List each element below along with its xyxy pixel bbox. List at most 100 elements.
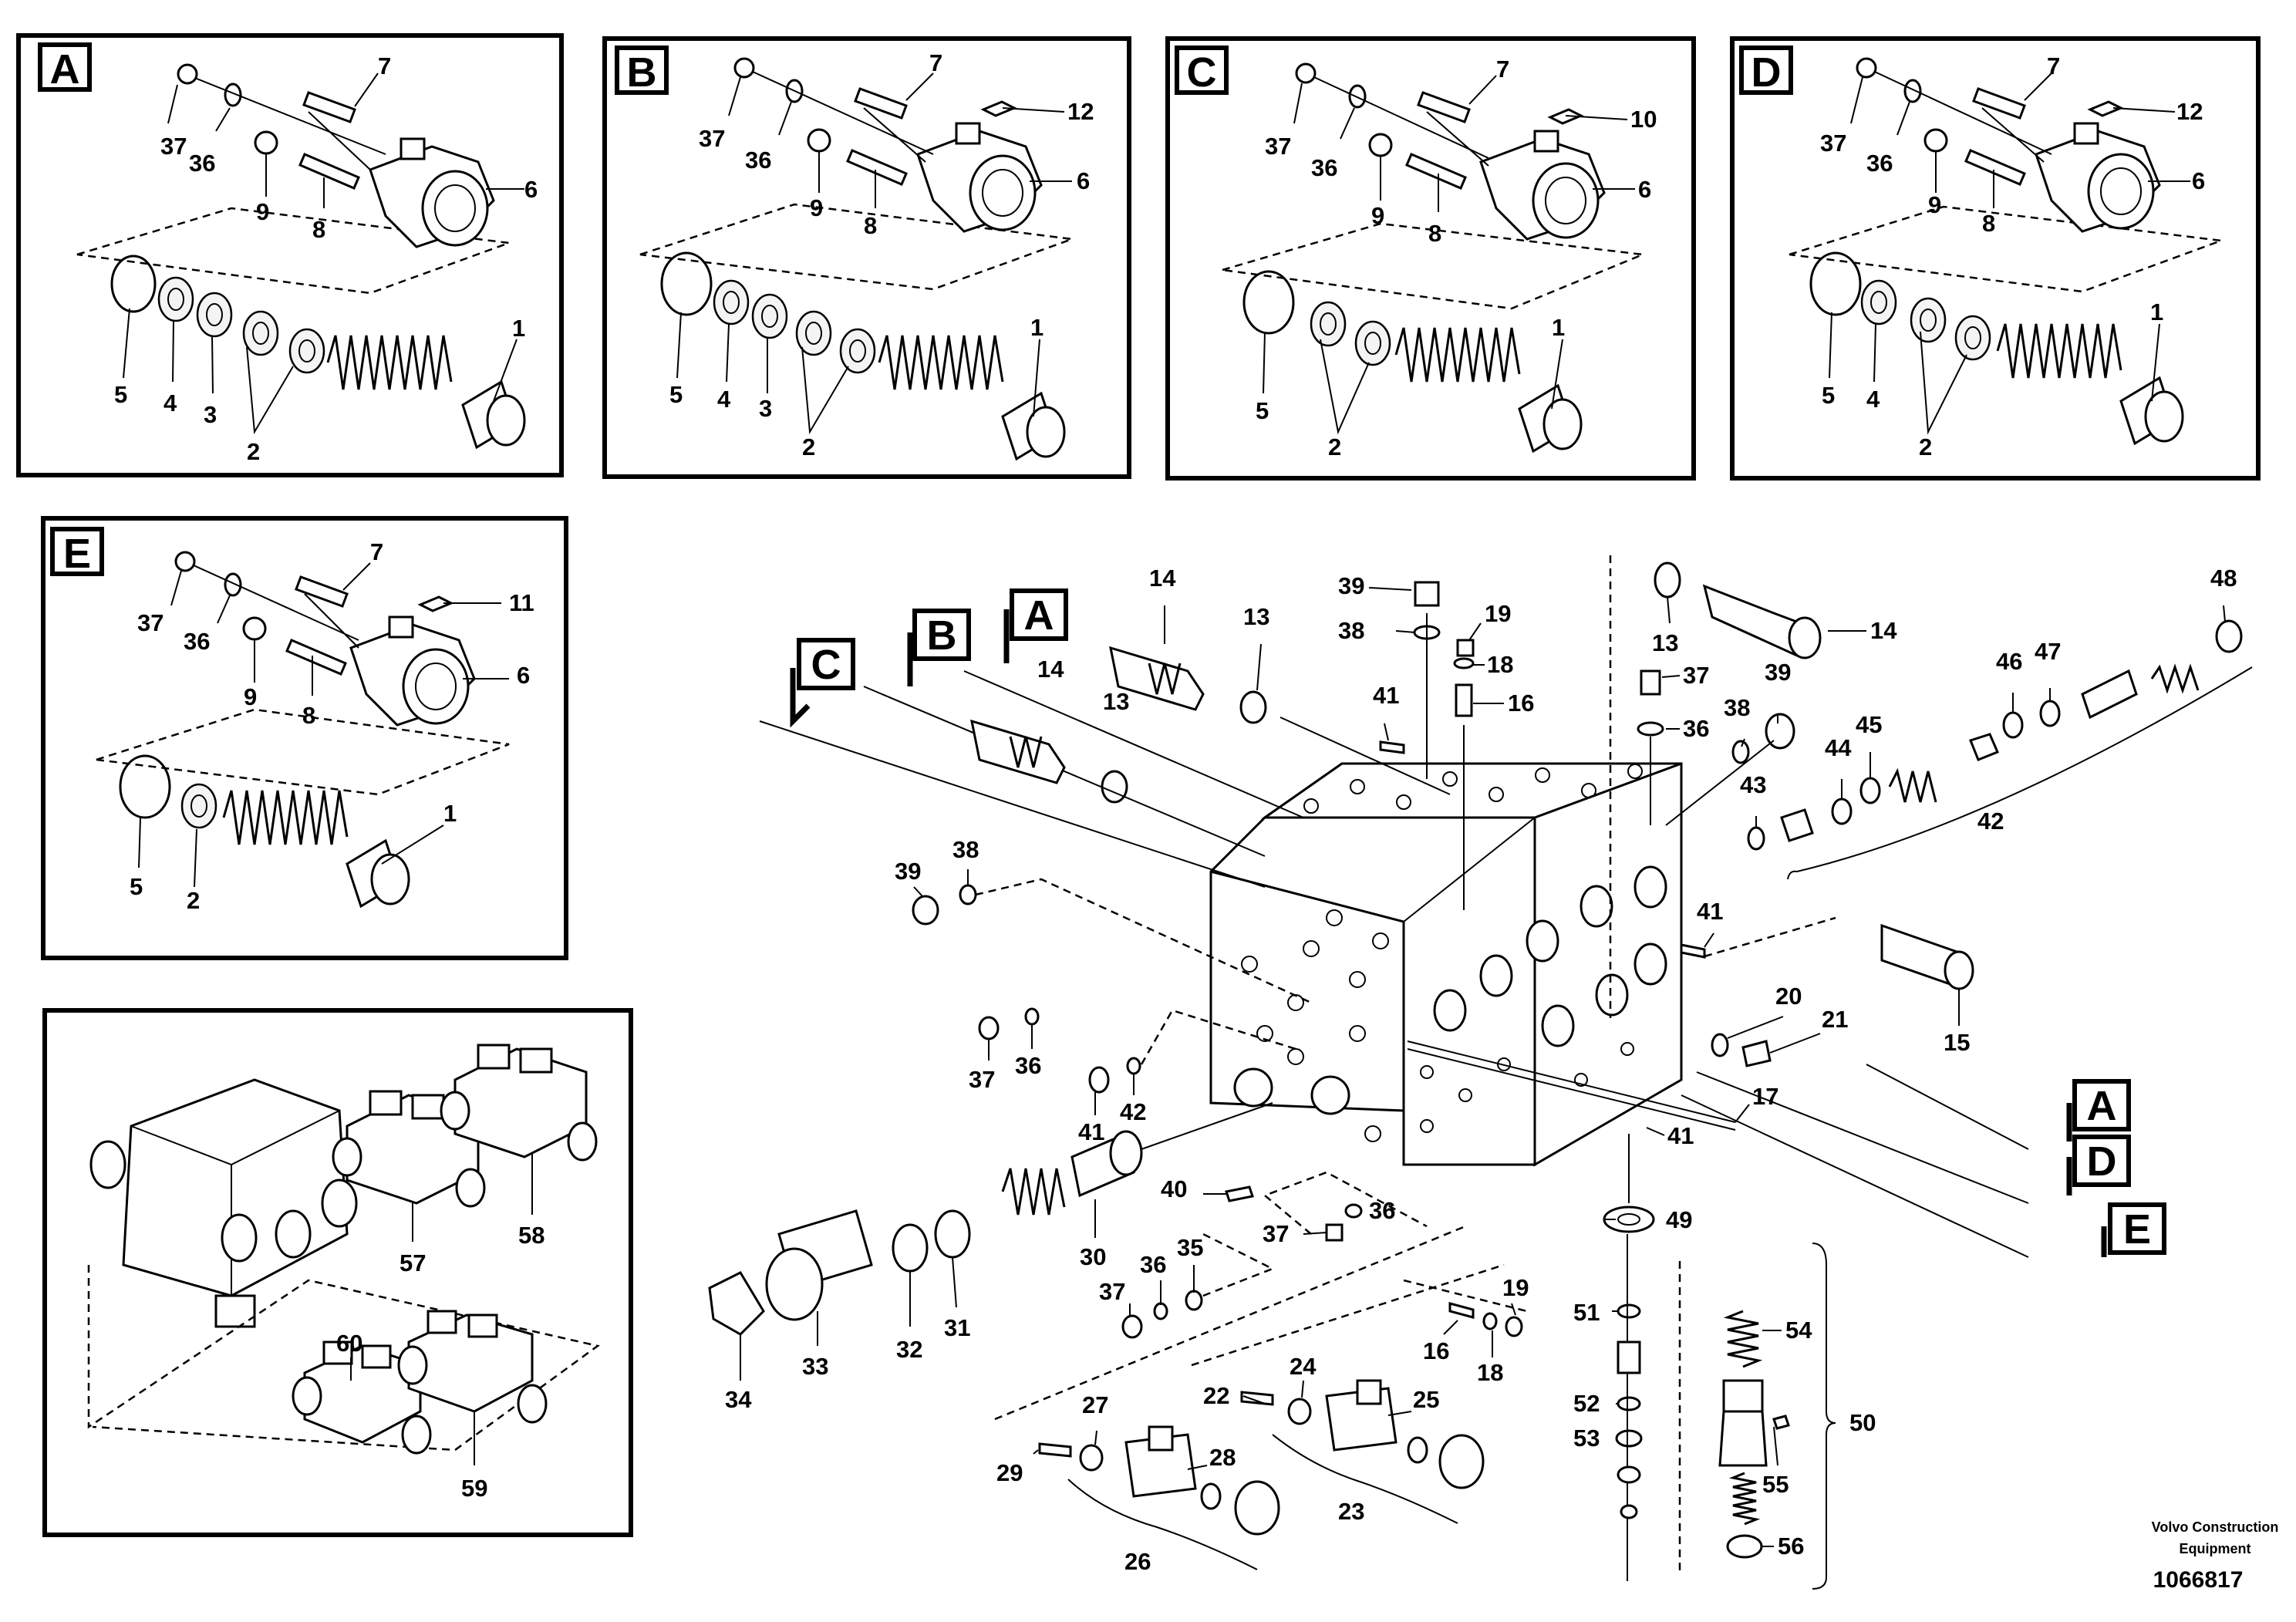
panel-d-label-9: 9 [1928, 191, 1941, 218]
main-label-51: 51 [1573, 1299, 1600, 1326]
panel-b-label-9: 9 [810, 194, 823, 221]
main-label-13-c: 13 [1103, 688, 1129, 715]
callout-e-right: E [2123, 1206, 2151, 1253]
panel-e-label-36: 36 [184, 628, 210, 655]
panel-c-label-5: 5 [1256, 397, 1269, 424]
panel-a-label-7: 7 [378, 52, 391, 79]
panel-e-letter: E [63, 531, 91, 577]
panel-a-label-9: 9 [256, 198, 269, 225]
main-label-36-mid: 36 [1369, 1197, 1395, 1224]
panel-d-label-36: 36 [1866, 150, 1893, 177]
main-label-37-left: 37 [969, 1066, 995, 1093]
panel-c: C 37 36 7 10 9 8 6 5 2 1 [1165, 36, 1696, 481]
panel-a-label-8: 8 [312, 216, 325, 243]
panel-b: B 37 36 7 12 9 8 6 5 4 [602, 36, 1131, 479]
main-label-41-top: 41 [1373, 682, 1399, 709]
main-label-48: 48 [2210, 565, 2237, 592]
main-label-42: 42 [1977, 808, 2004, 835]
panel-c-label-37: 37 [1265, 133, 1291, 160]
panel-e-label-7: 7 [370, 538, 383, 565]
panel-d-label-1: 1 [2150, 298, 2163, 325]
main-label-13-b: 13 [1652, 629, 1678, 656]
panel-c-label-7: 7 [1496, 56, 1509, 83]
panel-a-label-4: 4 [164, 389, 177, 416]
main-view: C B A A D E [708, 555, 2253, 1590]
main-label-36-left: 36 [1015, 1052, 1041, 1079]
main-label-52: 52 [1573, 1390, 1600, 1417]
panel-d-label-12: 12 [2176, 98, 2203, 125]
panel-b-label-7: 7 [929, 49, 942, 76]
callout-d-right: D [2087, 1138, 2117, 1185]
panel-c-label-8: 8 [1428, 220, 1441, 247]
callout-a-right: A [2087, 1083, 2117, 1129]
panel-e-label-8: 8 [302, 702, 315, 729]
main-label-26: 26 [1124, 1548, 1151, 1575]
main-label-41-lower: 41 [1667, 1122, 1694, 1149]
assembly-label-59: 59 [461, 1475, 487, 1502]
panel-c-label-2: 2 [1328, 433, 1341, 460]
panel-d-label-37: 37 [1820, 130, 1846, 157]
panel-b-label-37: 37 [699, 125, 725, 152]
company-line-1: Volvo Construction [2152, 1519, 2279, 1535]
panel-d-label-7: 7 [2047, 52, 2060, 79]
main-label-49: 49 [1666, 1206, 1692, 1233]
main-label-28: 28 [1209, 1444, 1236, 1471]
main-label-19-low: 19 [1502, 1274, 1529, 1301]
panel-b-label-3: 3 [759, 395, 772, 422]
main-label-16-top: 16 [1508, 690, 1534, 717]
callout-b-top: B [927, 612, 957, 659]
main-label-37-low: 37 [1099, 1278, 1125, 1305]
main-label-39-top: 39 [1338, 572, 1364, 599]
panel-d-label-5: 5 [1822, 382, 1835, 409]
assembly-label-57: 57 [400, 1249, 426, 1276]
main-label-37-mid: 37 [1263, 1220, 1289, 1247]
main-label-18-top: 18 [1487, 651, 1513, 678]
callout-c-top: C [811, 642, 841, 688]
main-label-31: 31 [944, 1314, 970, 1341]
panel-d-letter: D [1752, 49, 1782, 96]
main-label-14-b: 14 [1870, 617, 1897, 644]
company-line-2: Equipment [2180, 1541, 2251, 1556]
assembly-label-58: 58 [518, 1222, 544, 1249]
panel-b-label-2: 2 [802, 433, 815, 460]
main-label-43: 43 [1740, 771, 1766, 798]
main-label-20: 20 [1775, 983, 1802, 1010]
main-label-18-low: 18 [1477, 1359, 1503, 1386]
assembly-panel: 58 57 60 59 [42, 1008, 633, 1537]
panel-b-label-36: 36 [745, 147, 771, 174]
main-label-56: 56 [1778, 1533, 1804, 1560]
main-label-27: 27 [1082, 1391, 1108, 1418]
main-label-14-a: 14 [1149, 565, 1176, 592]
panel-b-label-1: 1 [1030, 314, 1043, 341]
main-label-46: 46 [1996, 648, 2022, 675]
panel-a-label-3: 3 [204, 401, 217, 428]
main-label-36-right: 36 [1683, 715, 1709, 742]
main-label-17: 17 [1752, 1083, 1778, 1110]
main-label-38-left: 38 [952, 836, 979, 863]
panel-a-label-37: 37 [160, 133, 187, 160]
main-label-39-right: 39 [1765, 659, 1791, 686]
panel-b-label-12: 12 [1067, 98, 1094, 125]
panel-a-letter: A [50, 46, 80, 93]
main-label-33: 33 [802, 1353, 828, 1380]
panel-e-label-5: 5 [130, 873, 143, 900]
main-label-38-top: 38 [1338, 617, 1364, 644]
main-label-25: 25 [1413, 1386, 1439, 1413]
panel-d: D 37 36 7 12 9 8 6 5 4 2 [1730, 36, 2261, 481]
panel-c-label-10: 10 [1630, 106, 1657, 133]
panel-d-label-6: 6 [2192, 167, 2205, 194]
panel-b-letter: B [627, 49, 657, 96]
panel-a: A 37 36 7 9 8 6 5 4 [16, 33, 564, 477]
panel-b-label-8: 8 [864, 212, 877, 239]
main-label-21: 21 [1822, 1006, 1848, 1033]
panel-e-label-37: 37 [137, 609, 164, 636]
panel-d-label-4: 4 [1866, 386, 1880, 413]
main-label-30: 30 [1080, 1243, 1106, 1270]
panel-d-label-8: 8 [1982, 210, 1995, 237]
panel-b-label-4: 4 [717, 386, 731, 413]
assembly-label-60: 60 [336, 1330, 362, 1357]
main-label-50: 50 [1849, 1409, 1876, 1436]
panel-c-letter: C [1187, 49, 1217, 96]
main-label-13-a: 13 [1243, 603, 1269, 630]
